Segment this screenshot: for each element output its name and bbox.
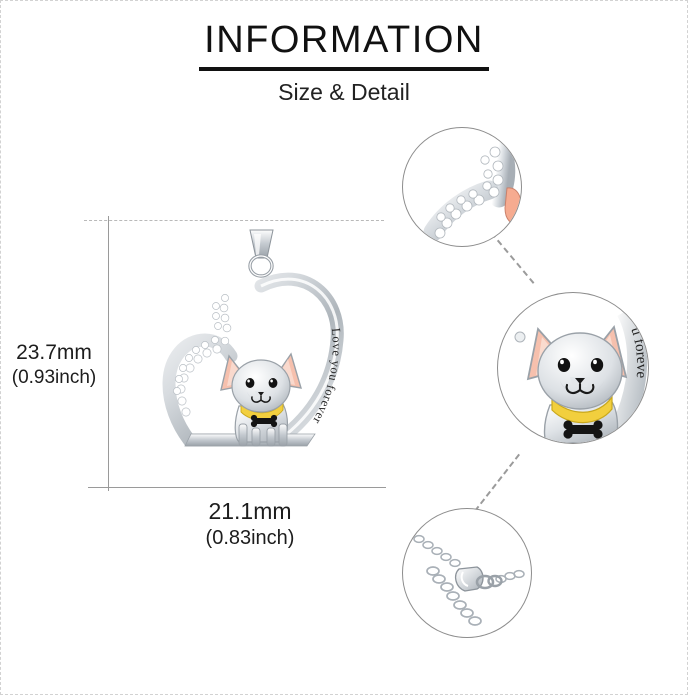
width-measure-line [88, 487, 386, 488]
lobster-clasp [454, 566, 503, 592]
height-measure-line [108, 216, 109, 491]
detail-circle-cz-pave [402, 127, 522, 247]
height-guide-top [84, 220, 384, 221]
dog-collar-zoom [551, 395, 613, 424]
height-label: 23.7mm (0.93inch) [2, 340, 106, 390]
header: INFORMATION Size & Detail [0, 18, 688, 106]
title-underline [199, 67, 489, 71]
cz-pave-stones [173, 336, 230, 417]
extender-chain [426, 566, 482, 626]
height-inch: (0.93inch) [11, 367, 97, 388]
page-title: INFORMATION [204, 19, 484, 61]
pendant-illustration: Love you forever [155, 228, 370, 493]
width-label: 21.1mm (0.83inch) [150, 498, 350, 552]
bone-tag [250, 414, 278, 428]
page-subtitle: Size & Detail [278, 79, 410, 105]
bone-tag-zoom [563, 420, 603, 439]
pendant-bail [248, 229, 274, 278]
width-mm: 21.1mm [208, 498, 292, 524]
detail-circle-clasp [402, 508, 532, 638]
engraving-label: Love you forever [310, 327, 343, 427]
detail-circle-dog-face: u foreve [497, 292, 649, 444]
cz-pave-upper-arc [212, 294, 232, 333]
chain-upper [413, 534, 461, 568]
height-mm: 23.7mm [16, 341, 92, 364]
width-inch: (0.83inch) [205, 527, 295, 549]
svg-text:Love you forever: Love you forever [310, 327, 344, 427]
dog-figure [220, 352, 302, 447]
